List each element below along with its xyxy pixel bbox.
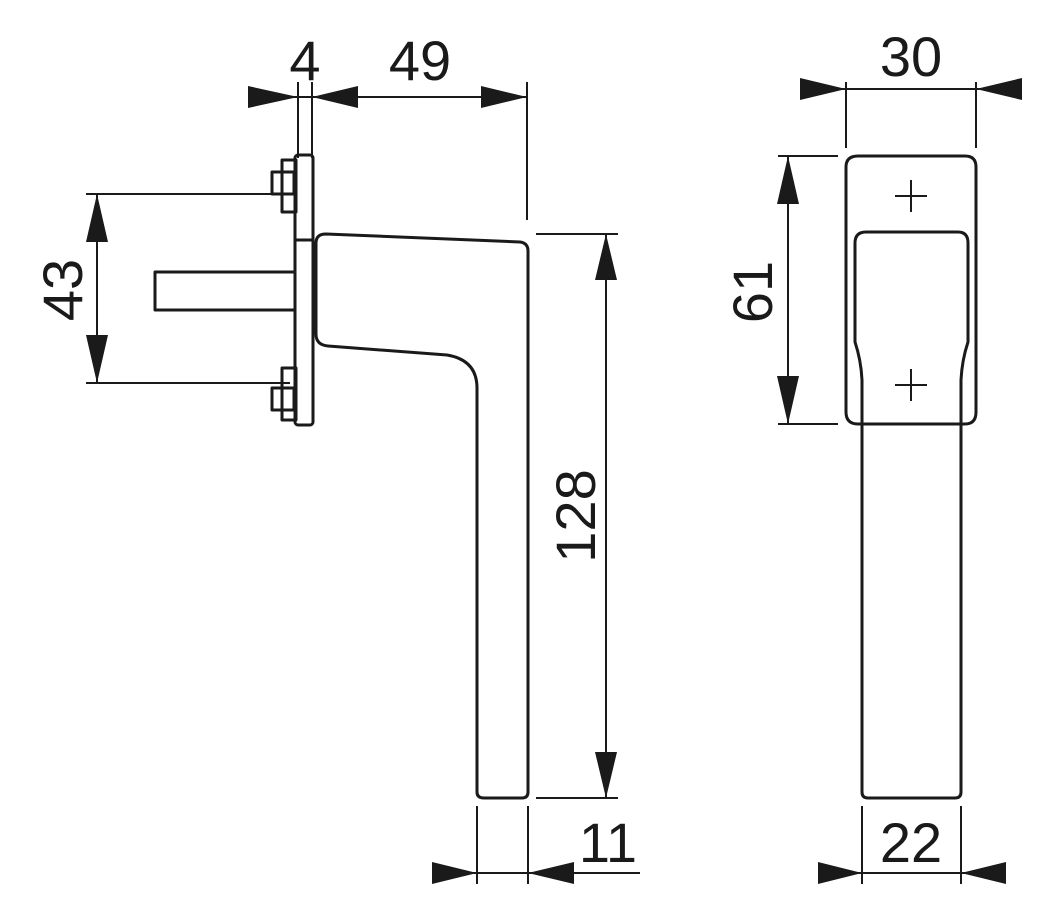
dimension-screw-spacing bbox=[86, 193, 290, 384]
screw-mark-top bbox=[895, 180, 927, 212]
dimension-label-grip-thickness: 11 bbox=[579, 811, 637, 874]
handle-front-profile bbox=[853, 230, 970, 800]
dimension-label-screw-spacing: 43 bbox=[31, 259, 94, 321]
bottom-screw bbox=[270, 366, 298, 422]
dimension-label-rose-width: 30 bbox=[880, 25, 942, 88]
spindle bbox=[153, 270, 297, 312]
screw-mark-bottom bbox=[895, 369, 927, 401]
front-view bbox=[844, 154, 978, 800]
top-screw bbox=[270, 158, 298, 214]
dimension-handle-length bbox=[536, 233, 618, 799]
dimension-label-plate-thickness: 4 bbox=[289, 29, 320, 92]
mounting-plate bbox=[293, 153, 315, 427]
dimension-grip-width bbox=[818, 806, 1006, 884]
dimension-top-side bbox=[248, 82, 528, 220]
dimension-label-grip-width: 22 bbox=[880, 811, 942, 874]
side-view bbox=[153, 153, 530, 800]
handle-side-profile bbox=[314, 232, 530, 800]
dimension-rose-height bbox=[777, 155, 838, 425]
rose-outline bbox=[844, 154, 978, 426]
dimension-label-handle-length: 128 bbox=[544, 469, 607, 562]
dimension-label-handle-projection: 49 bbox=[389, 29, 451, 92]
dimension-rose-width bbox=[800, 78, 1022, 148]
dimension-grip-thickness bbox=[432, 806, 640, 884]
dimension-label-rose-height: 61 bbox=[721, 261, 784, 323]
